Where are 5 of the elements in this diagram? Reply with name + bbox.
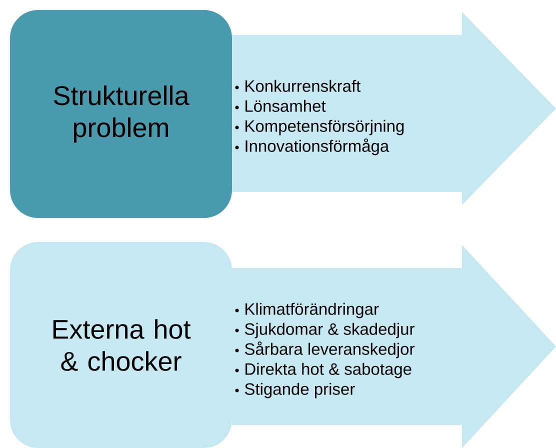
- rounded-box: Externa hot & chocker: [10, 242, 232, 448]
- node-label: Externa hot & chocker: [53, 319, 191, 371]
- bullet-list: Konkurrenskraft Lönsamhet Kompetensförsörjning Innovationsförmåga: [246, 80, 404, 156]
- bullet-list: Klimatförändringar Sjukdomar & skadedjur Sårbara leveranskedjor Direkta hot & sabotage Stigande priser: [244, 302, 414, 398]
- rounded-box: Strukturella problem: [10, 10, 232, 218]
